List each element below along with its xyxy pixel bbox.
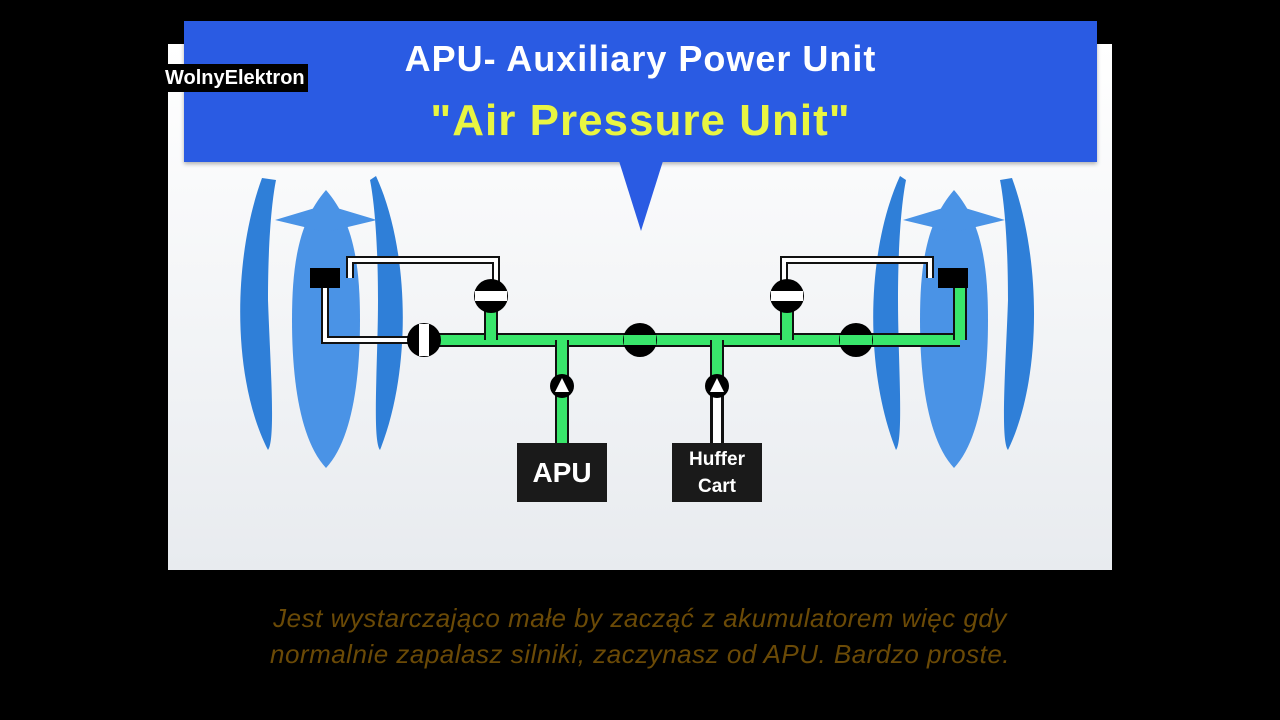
right-bleed-port <box>938 268 968 288</box>
apu-check-valve <box>550 374 574 398</box>
channel-watermark: WolnyElektron <box>162 64 308 92</box>
apu-box: APU <box>517 443 607 502</box>
caption-line-1: Jest wystarczająco małe by zacząć z akum… <box>273 603 1007 633</box>
page-subtitle: "Air Pressure Unit" <box>430 96 851 145</box>
huffer-cart-box: Huffer Cart <box>672 443 762 502</box>
left-regulator-valve <box>474 279 508 313</box>
right-engine-outer-left <box>873 176 906 450</box>
huffer-check-valve <box>705 374 729 398</box>
left-bleed-port <box>310 268 340 288</box>
left-engine-outer-left <box>240 178 276 450</box>
banner-pointer <box>619 161 663 231</box>
huffer-label-line2: Cart <box>697 475 736 497</box>
left-engine-outer-right <box>370 176 403 450</box>
right-engine-blade-right <box>955 205 1005 232</box>
right-isolation-valve <box>839 323 873 357</box>
center-isolation-valve <box>623 323 657 357</box>
video-caption: Jest wystarczająco małe by zacząć z akum… <box>120 600 1160 672</box>
right-engine-blade-left <box>903 205 953 232</box>
left-start-valve <box>407 323 441 357</box>
title-banner <box>184 21 1097 162</box>
control-lines <box>321 256 934 445</box>
huffer-label-line1: Huffer <box>689 448 745 470</box>
page-title: APU- Auxiliary Power Unit <box>404 38 877 79</box>
left-engine-blade-left <box>275 205 325 232</box>
left-engine-blade-right <box>327 205 377 232</box>
right-engine-outer-right <box>1000 178 1035 450</box>
caption-line-2: normalnie zapalasz silniki, zaczynasz od… <box>269 639 1011 669</box>
right-regulator-valve <box>770 279 804 313</box>
